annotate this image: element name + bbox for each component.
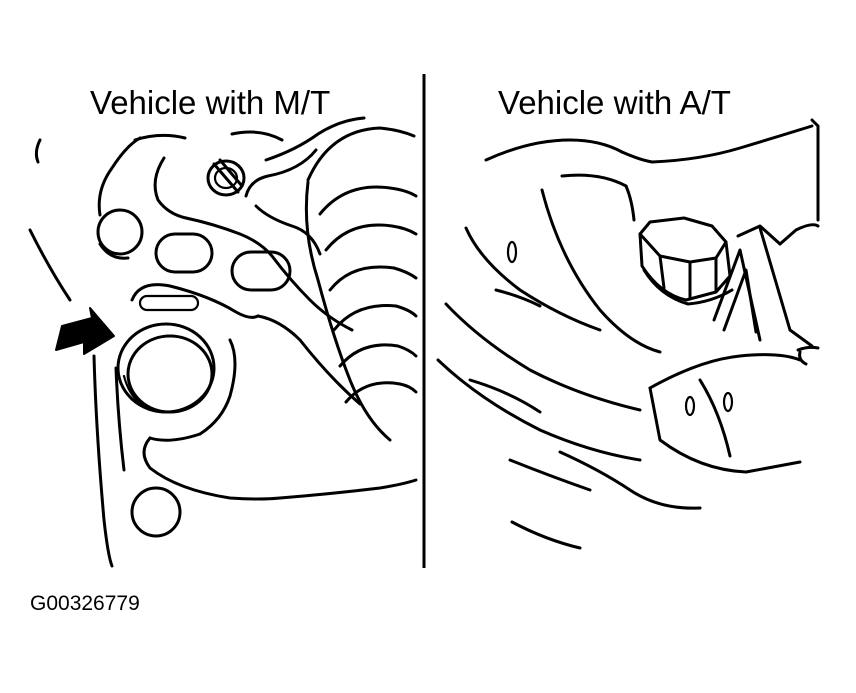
at-panel-illustration — [436, 118, 820, 550]
mt-panel-illustration — [28, 116, 418, 568]
arrow-icon — [55, 307, 115, 355]
figure-id: G00326779 — [30, 592, 140, 616]
panel-title-at: Vehicle with A/T — [494, 84, 735, 122]
drain-plug-mt — [116, 322, 216, 414]
panel-title-mt: Vehicle with M/T — [86, 84, 335, 122]
fill-screw-mt — [206, 158, 246, 197]
hex-bolt-icon — [638, 216, 734, 306]
